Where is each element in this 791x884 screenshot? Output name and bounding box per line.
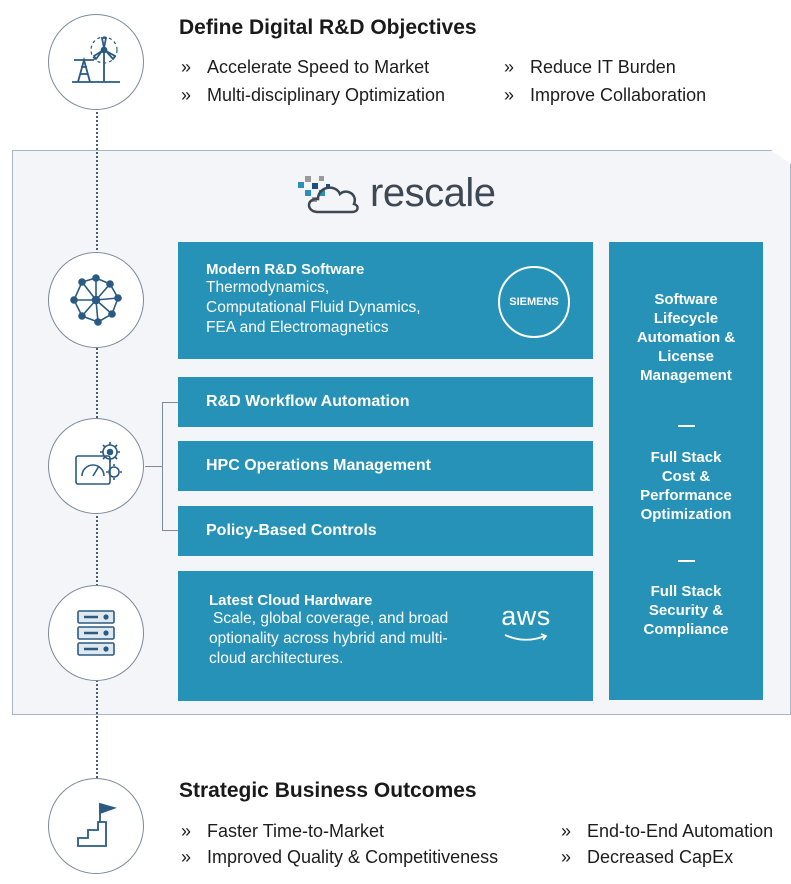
side-divider — [678, 425, 695, 427]
software-line: Computational Fluid Dynamics, — [206, 299, 421, 316]
hardware-line: optionality across hybrid and multi- — [209, 630, 448, 647]
rescale-wordmark: rescale — [370, 171, 496, 215]
outcome-bullet: »Improved Quality & Competitiveness — [181, 847, 499, 867]
workflow-bracket — [162, 402, 178, 531]
hardware-title: Latest Cloud Hardware — [209, 592, 373, 609]
outcome-bullet: »Faster Time-to-Market — [181, 821, 385, 841]
outcome-bullet: »End-to-End Automation — [561, 821, 774, 841]
outcome-bullet: »Decreased CapEx — [561, 847, 734, 867]
aws-logo: aws — [501, 603, 551, 648]
network-icon — [48, 252, 144, 348]
hardware-box: Latest Cloud Hardware Scale, global cove… — [178, 571, 593, 701]
gauge-gears-icon — [48, 418, 144, 514]
aws-smile-icon — [504, 633, 548, 641]
stairs-flag-icon — [48, 778, 144, 874]
rescale-logo-icon — [298, 175, 359, 213]
hardware-line: cloud architectures. — [209, 650, 344, 667]
workflow-bracket-stub — [145, 466, 162, 467]
server-stack-icon — [48, 585, 144, 681]
objective-bullet: »Accelerate Speed to Market — [181, 57, 430, 77]
software-title: Modern R&D Software — [206, 261, 365, 278]
siemens-badge: SIEMENS — [498, 266, 570, 338]
objective-bullet: »Improve Collaboration — [504, 85, 707, 105]
software-line: Thermodynamics, — [206, 279, 330, 296]
objective-bullet: »Multi-disciplinary Optimization — [181, 85, 446, 105]
workflow-automation-bar: R&D Workflow Automation — [178, 377, 593, 427]
objective-bullet: »Reduce IT Burden — [504, 57, 676, 77]
outcomes-title: Strategic Business Outcomes — [179, 779, 477, 802]
hardware-line: Scale, global coverage, and broad — [213, 610, 449, 627]
software-line: FEA and Electromagnetics — [206, 319, 389, 336]
aws-wordmark: aws — [501, 601, 551, 631]
wind-oil-icon — [48, 14, 144, 110]
rescale-logo: rescale — [296, 171, 496, 216]
objectives-title: Define Digital R&D Objectives — [179, 16, 477, 39]
side-divider — [678, 560, 695, 562]
policy-controls-bar: Policy-Based Controls — [178, 506, 593, 556]
hpc-operations-bar: HPC Operations Management — [178, 441, 593, 491]
